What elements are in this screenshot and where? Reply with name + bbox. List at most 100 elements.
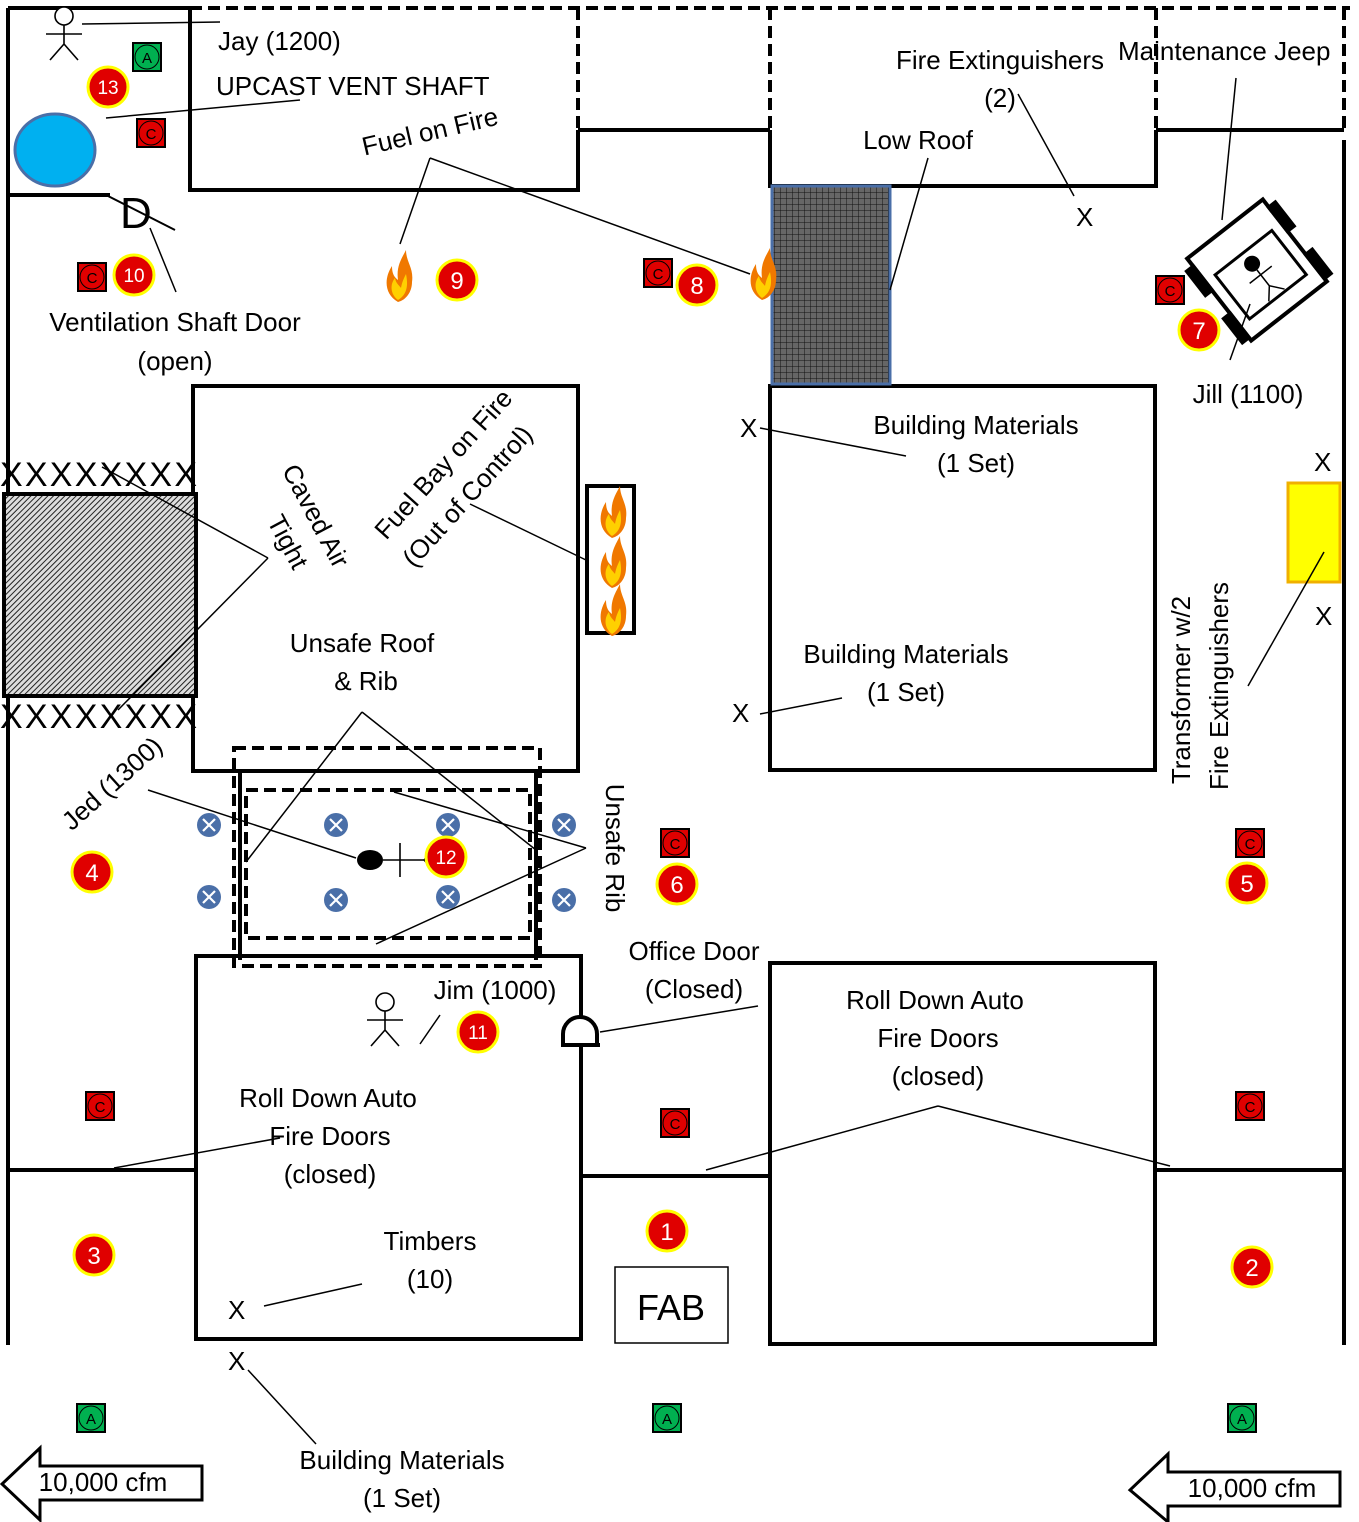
c-badge: C: [136, 118, 166, 148]
svg-text:C: C: [87, 270, 98, 287]
vent-door-symbol: D: [120, 189, 152, 238]
label-jim: Jim (1000): [434, 975, 557, 1005]
door-icon: [561, 1015, 599, 1047]
person-lying-icon: [357, 842, 441, 878]
arrow-left-icon: 10,000 cfm: [1127, 1450, 1342, 1522]
unsafe-x-icon: [324, 888, 348, 912]
label-building-3a: Building Materials: [299, 1445, 504, 1475]
label-building-1b: (1 Set): [937, 448, 1015, 478]
label-roll-left-1: Roll Down Auto: [239, 1083, 417, 1113]
label-roll-right-1: Roll Down Auto: [846, 985, 1024, 1015]
svg-text:8: 8: [690, 273, 703, 300]
unsafe-x-icon: [324, 813, 348, 837]
label-office-door-1: Office Door: [628, 936, 759, 966]
label-fire-ext-2: (2): [984, 83, 1016, 113]
label-transformer-1: Transformer w/2: [1166, 596, 1196, 784]
marker-7: 7: [1177, 308, 1221, 352]
low-roof-area: [770, 184, 892, 386]
marker-6: 6: [655, 862, 699, 906]
cfm-right-label: 10,000 cfm: [1188, 1473, 1317, 1503]
marker-13: 13: [86, 65, 130, 109]
unsafe-x-markers: [197, 813, 576, 912]
mine-walls: [6, 6, 1350, 1346]
label-timbers-2: (10): [407, 1264, 453, 1294]
svg-text:12: 12: [435, 848, 456, 869]
a-badge: A: [76, 1403, 106, 1433]
svg-text:C: C: [653, 266, 664, 283]
label-maint-jeep: Maintenance Jeep: [1118, 36, 1330, 66]
fab-box: [614, 1266, 729, 1344]
svg-text:C: C: [670, 1116, 681, 1133]
svg-text:13: 13: [97, 78, 118, 99]
svg-text:X: X: [1315, 601, 1332, 631]
caved-x-bottom: XXXXXXXX: [0, 698, 197, 736]
vent-shaft-circle: [13, 112, 97, 188]
label-low-roof: Low Roof: [863, 125, 974, 155]
svg-text:C: C: [670, 836, 681, 853]
fuel-bay-box: [585, 484, 636, 635]
unsafe-x-icon: [552, 888, 576, 912]
svg-text:X: X: [1314, 447, 1331, 477]
label-vent-door-2: (open): [137, 346, 212, 376]
label-roll-right-3: (closed): [892, 1061, 984, 1091]
unsafe-x-icon: [436, 885, 460, 909]
c-badge: C: [1235, 828, 1265, 858]
c-badge: C: [660, 1108, 690, 1138]
label-building-2b: (1 Set): [867, 677, 945, 707]
leader-lines: [81, 21, 1325, 1445]
svg-text:6: 6: [670, 872, 683, 899]
svg-text:X: X: [1076, 202, 1093, 232]
c-badge: C: [1155, 275, 1185, 305]
unsafe-zone-outer: [232, 746, 542, 968]
marker-3: 3: [72, 1233, 116, 1277]
label-building-2a: Building Materials: [803, 639, 1008, 669]
label-roll-left-3: (closed): [284, 1159, 376, 1189]
c-badge: C: [85, 1091, 115, 1121]
svg-text:C: C: [1245, 1099, 1256, 1116]
fire-icon: [386, 250, 413, 302]
svg-text:X: X: [228, 1295, 245, 1325]
marker-8: 8: [675, 263, 719, 307]
label-vent-door-1: Ventilation Shaft Door: [49, 307, 301, 337]
a-badges: A A A A: [76, 42, 1257, 1433]
svg-text:11: 11: [468, 1023, 488, 1044]
svg-text:1: 1: [660, 1219, 673, 1246]
c-badge: C: [660, 828, 690, 858]
marker-12: 12: [424, 835, 468, 879]
svg-text:A: A: [1237, 1411, 1247, 1428]
label-roll-right-2: Fire Doors: [877, 1023, 998, 1053]
marker-1: 1: [645, 1209, 689, 1253]
label-fuel-on-fire: Fuel on Fire: [359, 101, 501, 161]
transformer: [1286, 481, 1342, 584]
number-markers: 1 2 3 4 5 6 7 8 9 10 11 12 13: [70, 65, 1274, 1289]
caved-x-top: XXXXXXXX: [0, 456, 197, 494]
unsafe-x-icon: [436, 813, 460, 837]
svg-text:A: A: [86, 1411, 96, 1428]
arrow-left-icon: 10,000 cfm: [0, 1444, 204, 1522]
x-marks: X X X X X X X: [228, 202, 1332, 1376]
svg-text:9: 9: [450, 268, 463, 295]
label-jay: Jay (1200): [218, 26, 341, 56]
marker-10: 10: [112, 253, 156, 297]
marker-4: 4: [70, 850, 114, 894]
unsafe-x-icon: [197, 813, 221, 837]
label-unsafe-rib: Unsafe Rib: [600, 784, 630, 913]
person-icon: [45, 6, 83, 61]
label-fire-ext-1: Fire Extinguishers: [896, 45, 1104, 75]
svg-text:X: X: [228, 1346, 245, 1376]
svg-text:C: C: [1245, 836, 1256, 853]
person-icon: [366, 992, 404, 1047]
label-jed: Jed (1300): [56, 731, 168, 836]
label-unsafe-roof-1: Unsafe Roof: [290, 628, 435, 658]
svg-text:C: C: [1165, 283, 1176, 300]
marker-11: 11: [456, 1010, 500, 1054]
label-building-1a: Building Materials: [873, 410, 1078, 440]
svg-text:4: 4: [85, 860, 98, 887]
svg-text:3: 3: [87, 1243, 100, 1270]
label-jill: Jill (1100): [1193, 379, 1304, 409]
jeep-icon: [1184, 196, 1334, 346]
label-roll-left-2: Fire Doors: [269, 1121, 390, 1151]
svg-text:2: 2: [1245, 1255, 1258, 1282]
c-badge: C: [1235, 1091, 1265, 1121]
fab-label: FAB: [637, 1287, 705, 1328]
